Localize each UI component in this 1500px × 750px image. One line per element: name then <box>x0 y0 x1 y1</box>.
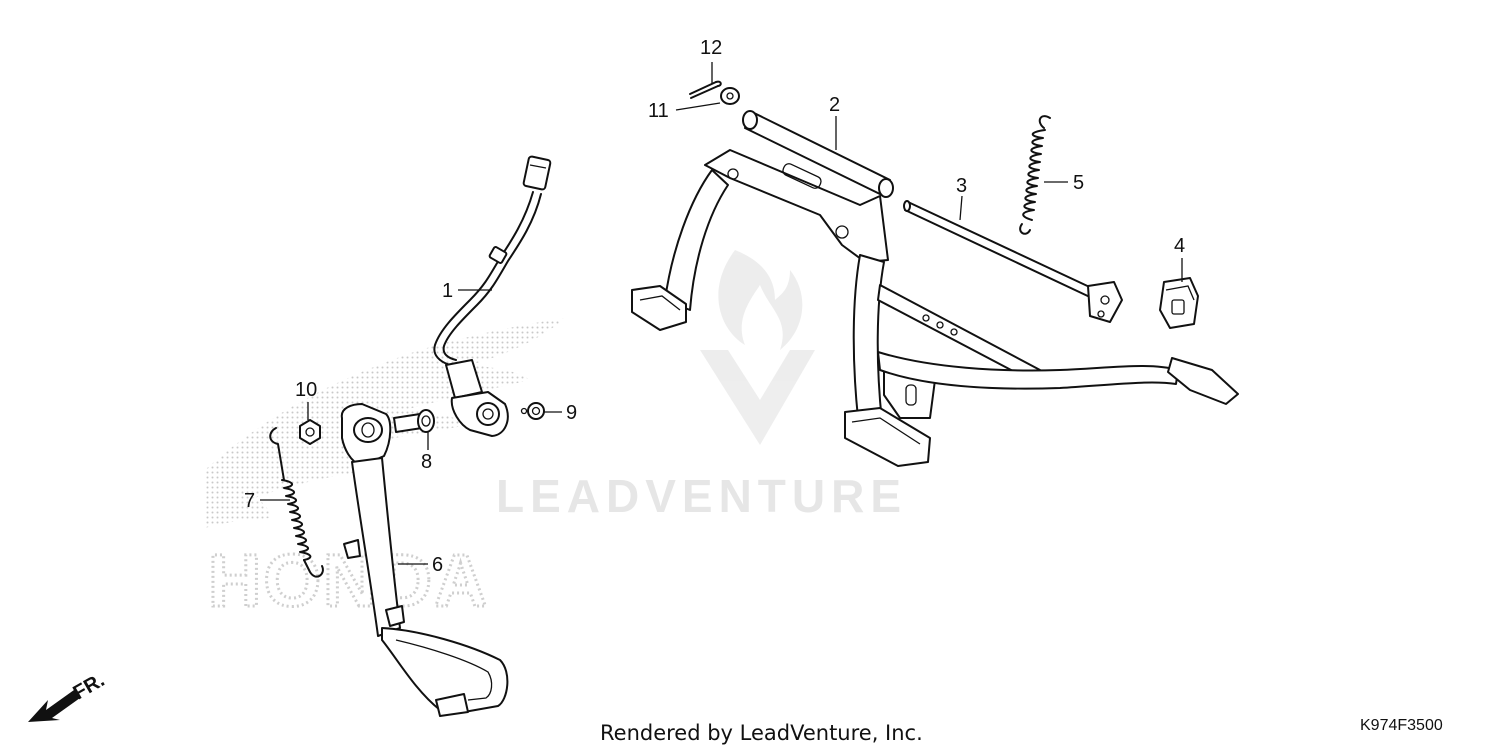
front-direction-indicator: FR. <box>28 669 108 722</box>
callout-10: 10 <box>295 379 317 401</box>
callout-12: 12 <box>700 37 722 59</box>
front-arrow-icon <box>28 690 80 722</box>
part-6-side-stand <box>340 403 509 717</box>
rendered-by-credit: Rendered by LeadVenture, Inc. <box>600 721 923 745</box>
callout-2: 2 <box>829 94 840 116</box>
part-10-nut <box>299 419 321 445</box>
watermark-text: LEADVENTURE <box>496 470 907 522</box>
callout-4: 4 <box>1174 235 1185 257</box>
part-4-stopper-rubber <box>1159 277 1199 329</box>
callout-11: 11 <box>648 100 669 122</box>
callout-1: 1 <box>442 280 453 302</box>
diagram-code: K974F3500 <box>1360 717 1443 734</box>
callout-7: 7 <box>244 490 255 512</box>
part-1-sidestand-switch <box>433 155 552 437</box>
part-11-washer <box>720 87 740 105</box>
callout-5: 5 <box>1073 172 1084 194</box>
part-8-bolt <box>393 409 435 433</box>
callout-3: 3 <box>956 175 967 197</box>
callout-6: 6 <box>432 554 443 576</box>
watermark-logo <box>700 250 815 445</box>
leader-lines <box>260 62 1183 565</box>
part-7-side-stand-spring <box>269 427 324 578</box>
part-2-main-stand <box>631 110 1239 467</box>
callout-9: 9 <box>566 402 577 424</box>
part-3-stand-shaft <box>903 200 1123 323</box>
part-9-nut <box>520 402 545 420</box>
callout-8: 8 <box>421 451 432 473</box>
part-5-main-stand-spring <box>1019 115 1051 235</box>
part-12-cotter-pin <box>689 80 722 99</box>
callout-labels: 1 2 3 4 5 6 7 8 9 10 11 12 <box>244 37 1185 576</box>
